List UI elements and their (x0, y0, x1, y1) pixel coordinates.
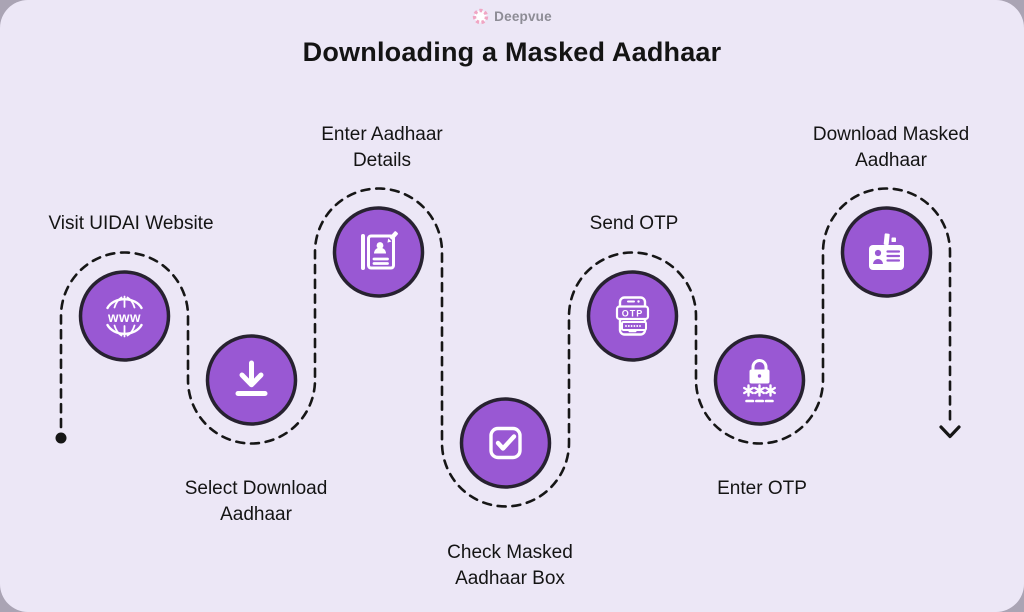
step-node-visit-uidai: www (78, 270, 171, 362)
step-node-send-otp: OTP (586, 270, 679, 362)
id-card-icon (869, 233, 904, 270)
otp-phone-icon: OTP (615, 296, 650, 336)
svg-text:www: www (107, 310, 141, 325)
flow-start-dot (55, 432, 67, 444)
otp-lock-icon (743, 359, 776, 403)
download-icon (235, 360, 268, 396)
page-title: Downloading a Masked Aadhaar (302, 37, 722, 67)
step-node-enter-details (332, 206, 425, 298)
brand-logo: Deepvue (0, 8, 1024, 25)
step-node-select-download (205, 334, 298, 426)
step-circle (78, 270, 171, 362)
step-node-check-box (459, 397, 552, 489)
step-node-download-masked (840, 206, 933, 298)
step-label-download-masked-aadhaar: Download Masked Aadhaar (812, 124, 970, 171)
svg-text:OTP: OTP (622, 309, 644, 319)
step-node-enter-otp (713, 334, 806, 426)
step-label-check-masked-aadhaar-box: Check Masked Aadhaar Box (447, 542, 573, 589)
brand-name: Deepvue (494, 9, 552, 24)
step-label-enter-otp: Enter OTP (717, 478, 807, 499)
step-label-enter-aadhaar-details: Enter Aadhaar Details (321, 124, 443, 171)
step-label-send-otp: Send OTP (589, 213, 679, 234)
checkbox-checked-icon (489, 426, 522, 460)
globe-www-icon: www (106, 295, 143, 338)
deepvue-logo-icon (472, 8, 489, 25)
flow-end-arrow-icon (939, 425, 961, 439)
pen-icon (387, 231, 398, 243)
aadhaar-details-icon (361, 231, 398, 270)
step-label-select-download-aadhaar: Select Download Aadhaar (184, 478, 328, 525)
step-label-visit-uidai-website: Visit UIDAI Website (48, 213, 214, 234)
asterisks (743, 384, 776, 397)
flow-path (59, 187, 952, 508)
